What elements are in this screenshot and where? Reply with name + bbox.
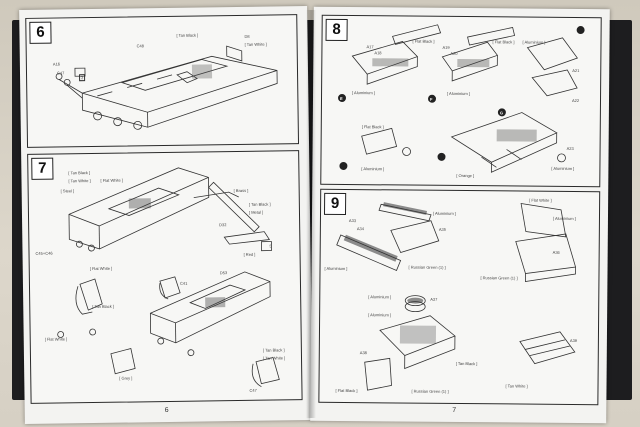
step-panel-9: 9 [ A <box>318 188 601 406</box>
callout-label: [ Tan White ] <box>505 383 528 389</box>
instruction-page-left: 6 [ Tan Black ] [ Tan White ] D8 A16 C47… <box>19 6 313 424</box>
engine-drawing-step9 <box>336 202 577 391</box>
callout-label: [ Flat White ] <box>100 177 123 183</box>
callout-label: [ Russian Green (1) ] <box>480 275 518 281</box>
callout-label: [ Brass ] <box>233 187 249 194</box>
callout-label: [ Flat Black ] <box>335 387 358 394</box>
callout-label: [ Tan Black ] <box>455 360 478 367</box>
callout-label: [ Tan White ] <box>262 355 286 361</box>
hull-drawing-step6 <box>55 45 278 130</box>
callout-label: [ Metal ] <box>248 209 264 215</box>
callout-label: A16 <box>52 61 61 67</box>
callout-label: [ Steel ] <box>60 188 75 194</box>
step-panel-8: 8 <box>320 14 602 188</box>
callout-label: [ Flat Black ] <box>492 39 515 45</box>
callout-marker: F <box>429 96 433 102</box>
callout-label: [ Tan White ] <box>68 178 91 184</box>
callout-label: A23 <box>566 145 574 151</box>
callout-label: [ Red ] <box>243 251 256 257</box>
callout-label: C48 <box>136 43 145 49</box>
callout-label: [ Orange ] <box>456 172 475 179</box>
callout-label: A19 <box>442 44 450 50</box>
step-panel-6: 6 [ Tan Black ] [ Tan White ] D8 A16 C47… <box>25 14 300 148</box>
callout-label: [ Tan Black ] <box>176 32 199 38</box>
callout-label: [ Russian Green (1) ] <box>411 388 449 394</box>
callout-label: [ Flat White ] <box>529 197 552 203</box>
callout-label: [ Aluminium ] <box>361 166 385 172</box>
callout-label: [ Aluminium ] <box>552 215 576 222</box>
callout-label: [ Grey ] <box>119 375 133 381</box>
callout-label: A17 <box>366 44 374 50</box>
callout-marker: E <box>339 95 343 101</box>
callout-label: 5 <box>269 243 272 249</box>
callout-label: [ Aluminium ] <box>447 90 470 97</box>
hull-drawing-step7 <box>57 167 280 388</box>
callout-label: D32 <box>219 222 227 228</box>
instruction-page-right: 8 <box>310 6 610 424</box>
callout-label: [ Flat Black ] <box>412 38 435 44</box>
callout-label: C41 <box>179 280 188 286</box>
callout-label: [ Tan Black ] <box>262 347 285 353</box>
callout-label: D53 <box>219 270 228 276</box>
callout-label: D8 <box>244 33 250 39</box>
callout-label: [ Aluminium ] <box>324 265 348 272</box>
callout-label: A20 <box>450 50 458 56</box>
callout-label: A36 <box>552 249 560 255</box>
callout-label: [ Aluminium ] <box>368 294 392 300</box>
callout-label: A33 <box>348 218 357 224</box>
callout-label: [ Aluminium ] <box>522 39 546 45</box>
parts-drawing-step8 <box>338 24 585 173</box>
callout-label: A21 <box>572 67 580 74</box>
step-panel-7: 7 <box>27 150 303 404</box>
callout-label: A22 <box>571 97 580 104</box>
callout-label: [ Tan White ] <box>244 41 267 47</box>
callout-label: C47 <box>56 70 65 76</box>
callout-label: A18 <box>374 50 382 56</box>
callout-label: A37 <box>430 296 438 302</box>
page-number: 7 <box>452 406 457 414</box>
callout-marker: G <box>499 110 504 116</box>
callout-label: [ Aluminium ] <box>368 312 392 318</box>
callout-label: C45+C46 <box>35 250 53 256</box>
callout-label: [ Flat White ] <box>44 336 68 342</box>
callout-label: [ Russian Green (1) ] <box>408 264 446 270</box>
callout-label: C47 <box>249 387 257 393</box>
callout-label: A38 <box>359 350 367 356</box>
callout-label: [ Flat White ] <box>89 265 113 272</box>
callout-label: [ Aluminium ] <box>352 90 375 96</box>
callout-label: [ Aluminium ] <box>551 165 575 171</box>
callout-label: A34 <box>356 226 365 232</box>
callout-label: 2 <box>79 74 86 82</box>
callout-label: [ Tan Black ] <box>68 170 91 176</box>
callout-label: [ Tan Black ] <box>92 303 115 310</box>
callout-label: [ Tan Black ] <box>248 201 271 207</box>
callout-label: [ Flat Black ] <box>361 124 384 130</box>
callout-label: A35 <box>438 226 447 232</box>
callout-label: [ Aluminium ] <box>432 210 456 216</box>
book-gutter <box>306 10 316 418</box>
page-number: 6 <box>164 406 169 415</box>
callout-label: A39 <box>569 337 578 344</box>
